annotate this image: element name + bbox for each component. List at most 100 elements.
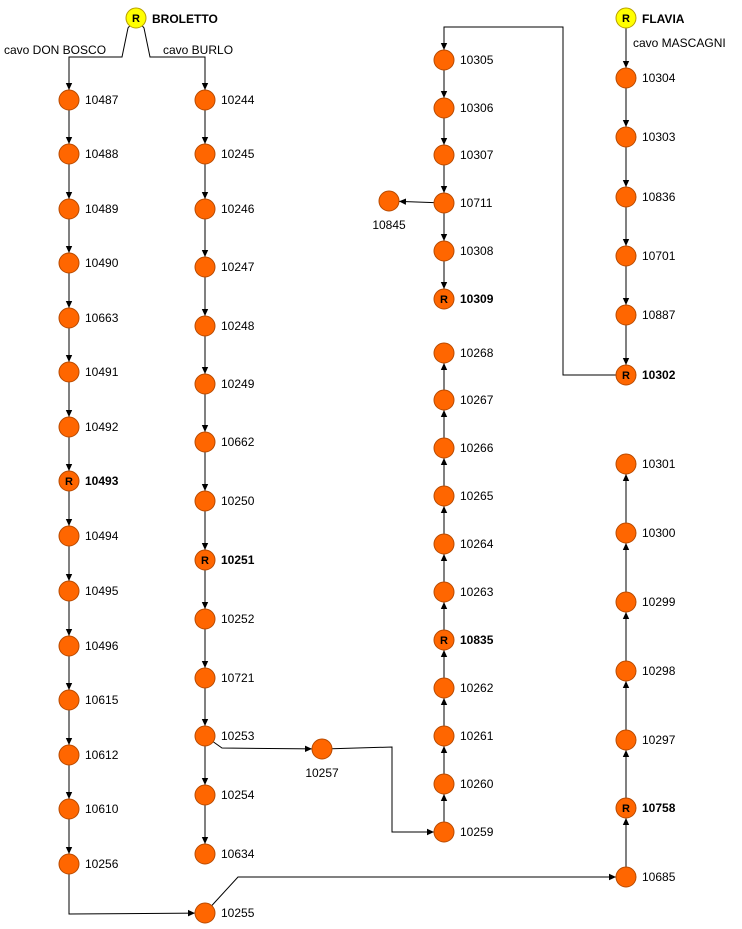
node-10301[interactable]: 10301 <box>615 453 676 475</box>
node-label: 10268 <box>460 346 494 360</box>
node-10303[interactable]: 10303 <box>615 126 676 148</box>
node-10490[interactable]: 10490 <box>58 252 119 274</box>
node-10253[interactable]: 10253 <box>194 725 255 747</box>
node-10249[interactable]: 10249 <box>194 373 255 395</box>
node-circle <box>433 192 455 214</box>
node-10721[interactable]: 10721 <box>194 667 255 689</box>
node-label: 10251 <box>221 553 255 567</box>
substation-marker-label: R <box>622 13 630 25</box>
node-10261[interactable]: 10261 <box>433 725 494 747</box>
node-10257[interactable]: 10257 <box>305 738 339 780</box>
connections-layer <box>65 25 630 917</box>
node-10489[interactable]: 10489 <box>58 198 119 220</box>
node-10494[interactable]: 10494 <box>58 525 119 547</box>
node-label: 10835 <box>460 633 494 647</box>
node-10662[interactable]: 10662 <box>194 431 255 453</box>
node-10256[interactable]: 10256 <box>58 853 119 875</box>
node-circle <box>615 660 637 682</box>
node-10246[interactable]: 10246 <box>194 198 255 220</box>
node-10836[interactable]: 10836 <box>615 186 676 208</box>
node-circle <box>194 89 216 111</box>
node-circle <box>433 144 455 166</box>
node-10250[interactable]: 10250 <box>194 490 255 512</box>
node-circle <box>58 361 80 383</box>
node-10265[interactable]: 10265 <box>433 485 494 507</box>
node-10634[interactable]: 10634 <box>194 843 255 865</box>
node-10887[interactable]: 10887 <box>615 304 676 326</box>
node-10260[interactable]: 10260 <box>433 773 494 795</box>
node-10264[interactable]: 10264 <box>433 533 494 555</box>
node-10685[interactable]: 10685 <box>615 866 676 888</box>
node-circle <box>433 773 455 795</box>
node-label: 10489 <box>85 202 119 216</box>
node-10299[interactable]: 10299 <box>615 591 676 613</box>
substation-flavia[interactable]: R FLAVIA <box>615 7 685 29</box>
node-marker-label: R <box>622 803 630 815</box>
node-10305[interactable]: 10305 <box>433 49 494 71</box>
node-10308[interactable]: 10308 <box>433 240 494 262</box>
connection-line <box>212 741 313 753</box>
node-10663[interactable]: 10663 <box>58 307 119 329</box>
node-10610[interactable]: 10610 <box>58 798 119 820</box>
node-10268[interactable]: 10268 <box>433 342 494 364</box>
node-circle <box>615 522 637 544</box>
node-10247[interactable]: 10247 <box>194 256 255 278</box>
node-label: 10255 <box>221 906 255 920</box>
node-10491[interactable]: 10491 <box>58 361 119 383</box>
node-10263[interactable]: 10263 <box>433 581 494 603</box>
node-10307[interactable]: 10307 <box>433 144 494 166</box>
node-10248[interactable]: 10248 <box>194 315 255 337</box>
node-10845[interactable]: 10845 <box>372 190 406 232</box>
node-10495[interactable]: 10495 <box>58 580 119 602</box>
node-10262[interactable]: 10262 <box>433 677 494 699</box>
connection-line <box>211 873 616 906</box>
node-10255[interactable]: 10255 <box>194 902 255 924</box>
node-10300[interactable]: 10300 <box>615 522 676 544</box>
node-10267[interactable]: 10267 <box>433 389 494 411</box>
node-10304[interactable]: 10304 <box>615 67 676 89</box>
node-10252[interactable]: 10252 <box>194 608 255 630</box>
node-10496[interactable]: 10496 <box>58 635 119 657</box>
node-circle <box>433 437 455 459</box>
node-10612[interactable]: 10612 <box>58 744 119 766</box>
node-label: 10309 <box>460 292 494 306</box>
node-circle <box>58 525 80 547</box>
node-circle <box>194 198 216 220</box>
node-10254[interactable]: 10254 <box>194 784 255 806</box>
node-10244[interactable]: 10244 <box>194 89 255 111</box>
node-10492[interactable]: 10492 <box>58 416 119 438</box>
node-10488[interactable]: 10488 <box>58 143 119 165</box>
node-circle <box>194 373 216 395</box>
node-circle <box>615 245 637 267</box>
node-label: 10262 <box>460 681 494 695</box>
node-10259[interactable]: 10259 <box>433 821 494 843</box>
node-10297[interactable]: 10297 <box>615 729 676 751</box>
node-label: 10254 <box>221 788 255 802</box>
node-10298[interactable]: 10298 <box>615 660 676 682</box>
node-10266[interactable]: 10266 <box>433 437 494 459</box>
node-circle <box>615 364 637 386</box>
node-10245[interactable]: 10245 <box>194 143 255 165</box>
node-label: 10299 <box>642 595 676 609</box>
node-10615[interactable]: 10615 <box>58 689 119 711</box>
node-10306[interactable]: 10306 <box>433 97 494 119</box>
node-label: 10263 <box>460 585 494 599</box>
node-10487[interactable]: 10487 <box>58 89 119 111</box>
substation-label: FLAVIA <box>642 12 685 26</box>
node-circle <box>615 453 637 475</box>
node-circle <box>58 470 80 492</box>
node-10758[interactable]: R 10758 <box>615 797 676 819</box>
node-10711[interactable]: 10711 <box>433 192 493 214</box>
node-label: 10307 <box>460 148 494 162</box>
node-label: 10758 <box>642 801 676 815</box>
connection-line <box>141 25 209 90</box>
node-10701[interactable]: 10701 <box>615 245 676 267</box>
